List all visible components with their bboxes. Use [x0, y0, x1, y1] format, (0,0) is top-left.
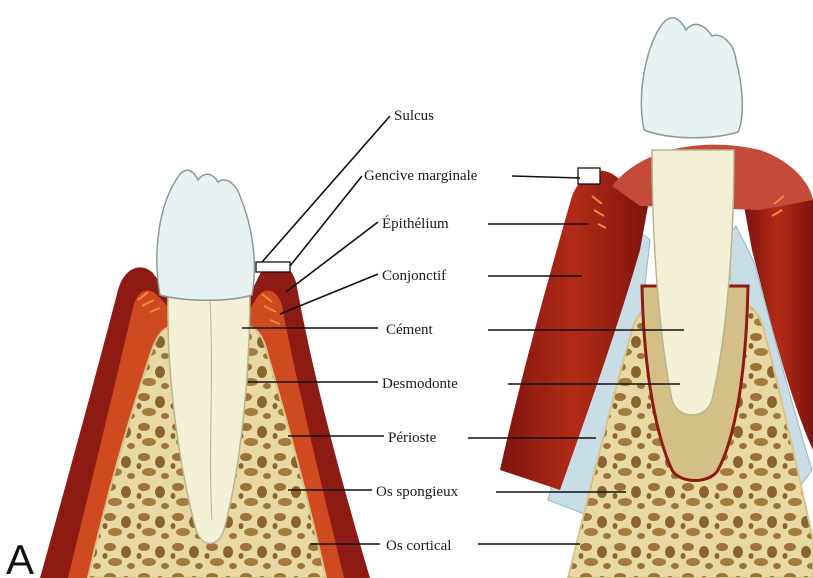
panel-label: A [6, 536, 34, 578]
label-os-cortical: Os cortical [386, 538, 451, 554]
label-epithelium: Épithélium [382, 215, 449, 232]
label-cement: Cément [386, 322, 433, 338]
label-perioste: Périoste [388, 430, 437, 446]
label-desmodonte: Desmodonte [382, 376, 458, 392]
left-crown [157, 170, 254, 300]
right-tooth-section [500, 18, 813, 578]
right-sulcus-marker [578, 168, 600, 184]
labels: Sulcus Gencive marginale Épithélium Conj… [364, 108, 478, 554]
label-gencive-marginale: Gencive marginale [364, 168, 478, 184]
label-os-spongieux: Os spongieux [376, 484, 459, 500]
label-sulcus: Sulcus [394, 108, 434, 124]
label-conjonctif: Conjonctif [382, 268, 446, 284]
left-sulcus-marker [256, 262, 290, 272]
right-crown [641, 18, 742, 138]
left-tooth-section [40, 170, 370, 578]
